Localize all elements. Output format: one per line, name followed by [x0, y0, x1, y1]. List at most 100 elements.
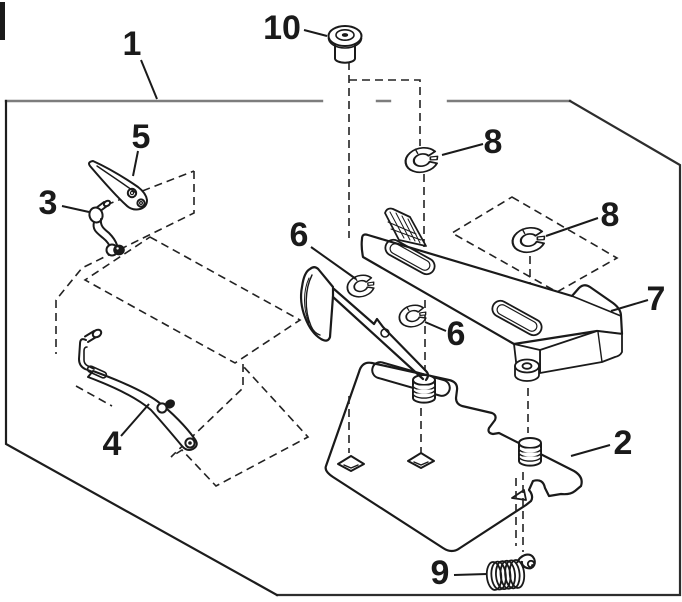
spring-hook-dot — [531, 564, 534, 567]
lever4-mid-seat — [156, 402, 168, 414]
callout-number-10-1: 10 — [263, 9, 301, 47]
hole-chamfer — [413, 461, 429, 466]
bracket-fin-crease — [571, 295, 622, 317]
callout-leader-3 — [61, 205, 90, 213]
dashed-parallelogram-a — [83, 236, 302, 364]
roller-rib — [412, 385, 436, 391]
lever4-slot — [86, 365, 108, 379]
callout-leader-10 — [303, 29, 328, 37]
hatch-line — [387, 221, 417, 235]
roller-rib — [518, 456, 542, 462]
projection-dashed-lines-front — [348, 388, 529, 552]
bracket-slot-left — [384, 238, 436, 276]
e-ring-small-left — [343, 270, 378, 301]
spring-coil — [499, 559, 516, 590]
screw-shank — [334, 44, 356, 64]
lever5-hole-lower — [136, 198, 146, 208]
slot-inner — [496, 304, 538, 332]
lever5-hole-upper — [126, 187, 138, 199]
callout-leader-9 — [453, 573, 488, 576]
collared-roller-right — [518, 437, 542, 467]
dashed-staircase-left — [55, 171, 195, 354]
boss-hole — [521, 362, 533, 370]
corner-mark — [0, 2, 5, 40]
callout-leader-6 — [424, 321, 447, 332]
hole-chamfer — [343, 464, 359, 469]
panel-border-left — [4, 99, 279, 597]
roller-rib — [412, 389, 436, 395]
fan-inner-curve2 — [304, 277, 310, 324]
tab-hatching — [387, 211, 422, 244]
panel-border-right — [275, 99, 682, 597]
slot-inner — [389, 243, 431, 271]
arm-upper-edge — [332, 287, 430, 382]
hatch-line — [390, 228, 422, 241]
callout-leader-8 — [545, 217, 599, 237]
slide-bracket — [360, 207, 624, 382]
boss-top — [514, 358, 540, 374]
hole-rim — [337, 455, 365, 472]
bracket-flange-crease — [597, 331, 603, 363]
roller-top — [518, 437, 542, 449]
plate-square-hole-left — [337, 455, 365, 472]
callout-number-2-9: 2 — [614, 424, 633, 462]
bracket-boss — [514, 358, 540, 382]
lever5-hole-lower-center — [139, 201, 144, 206]
roller-rib — [412, 393, 436, 399]
callout-leader-5 — [132, 150, 139, 177]
spring-coil — [508, 559, 526, 589]
slot-outer — [384, 238, 436, 276]
lever-arm — [78, 328, 198, 451]
callout-number-6-4: 6 — [290, 216, 309, 254]
callout-leader-7 — [610, 299, 649, 312]
e-ring-lower — [509, 223, 549, 257]
panel-boundary — [4, 99, 682, 597]
roller-rib — [518, 448, 542, 454]
fan-lever — [300, 266, 430, 382]
collared-roller-left — [412, 374, 436, 404]
extension-spring — [485, 553, 536, 591]
callout-number-3-3: 3 — [39, 184, 58, 222]
callout-number-8-7: 8 — [601, 196, 620, 234]
bracket-face — [360, 233, 624, 346]
e-ring-small-right — [395, 300, 430, 331]
dashed-box-top — [349, 79, 421, 146]
lever4-arm — [87, 370, 198, 451]
dashed-diamond-8b — [450, 196, 619, 293]
callout-leader-8 — [441, 143, 484, 156]
base-plate-outline — [324, 361, 583, 553]
arm-hole — [380, 328, 390, 338]
callout-number-6-5: 6 — [447, 315, 466, 353]
callout-number-5-2: 5 — [132, 118, 151, 156]
plate-triangle-hole — [511, 489, 527, 501]
lever4-hook-outer — [78, 338, 94, 373]
arm-lower-edge — [331, 295, 425, 381]
lever4-pivot-center — [188, 441, 192, 445]
tab-outline — [384, 207, 427, 247]
spring-hook-eye — [526, 559, 536, 569]
lever4-pin-end — [91, 328, 103, 339]
callout-number-9-11: 9 — [431, 554, 450, 592]
base-plate — [324, 361, 583, 553]
plate-square-hole-center — [407, 452, 435, 469]
crank-end-pin — [113, 244, 125, 256]
roller-top — [412, 374, 436, 386]
screw-head-rim — [327, 37, 363, 49]
callout-number-4-10: 4 — [103, 425, 122, 463]
lever4-pivot-hole — [184, 437, 196, 449]
slot-outer — [491, 299, 543, 337]
crank-pin-end — [102, 199, 112, 208]
callout-leader-6 — [310, 246, 357, 280]
screw-drive-recess — [341, 33, 349, 37]
crank-link — [88, 199, 125, 257]
lever5-fold-line — [96, 165, 137, 194]
callout-number-1-0: 1 — [123, 25, 142, 63]
crank-end-highlight — [116, 247, 119, 250]
dashed-behind-lever4 — [75, 385, 113, 407]
callout-leader-4 — [120, 403, 150, 437]
tension-lever — [88, 160, 148, 211]
roller-rib — [518, 452, 542, 458]
